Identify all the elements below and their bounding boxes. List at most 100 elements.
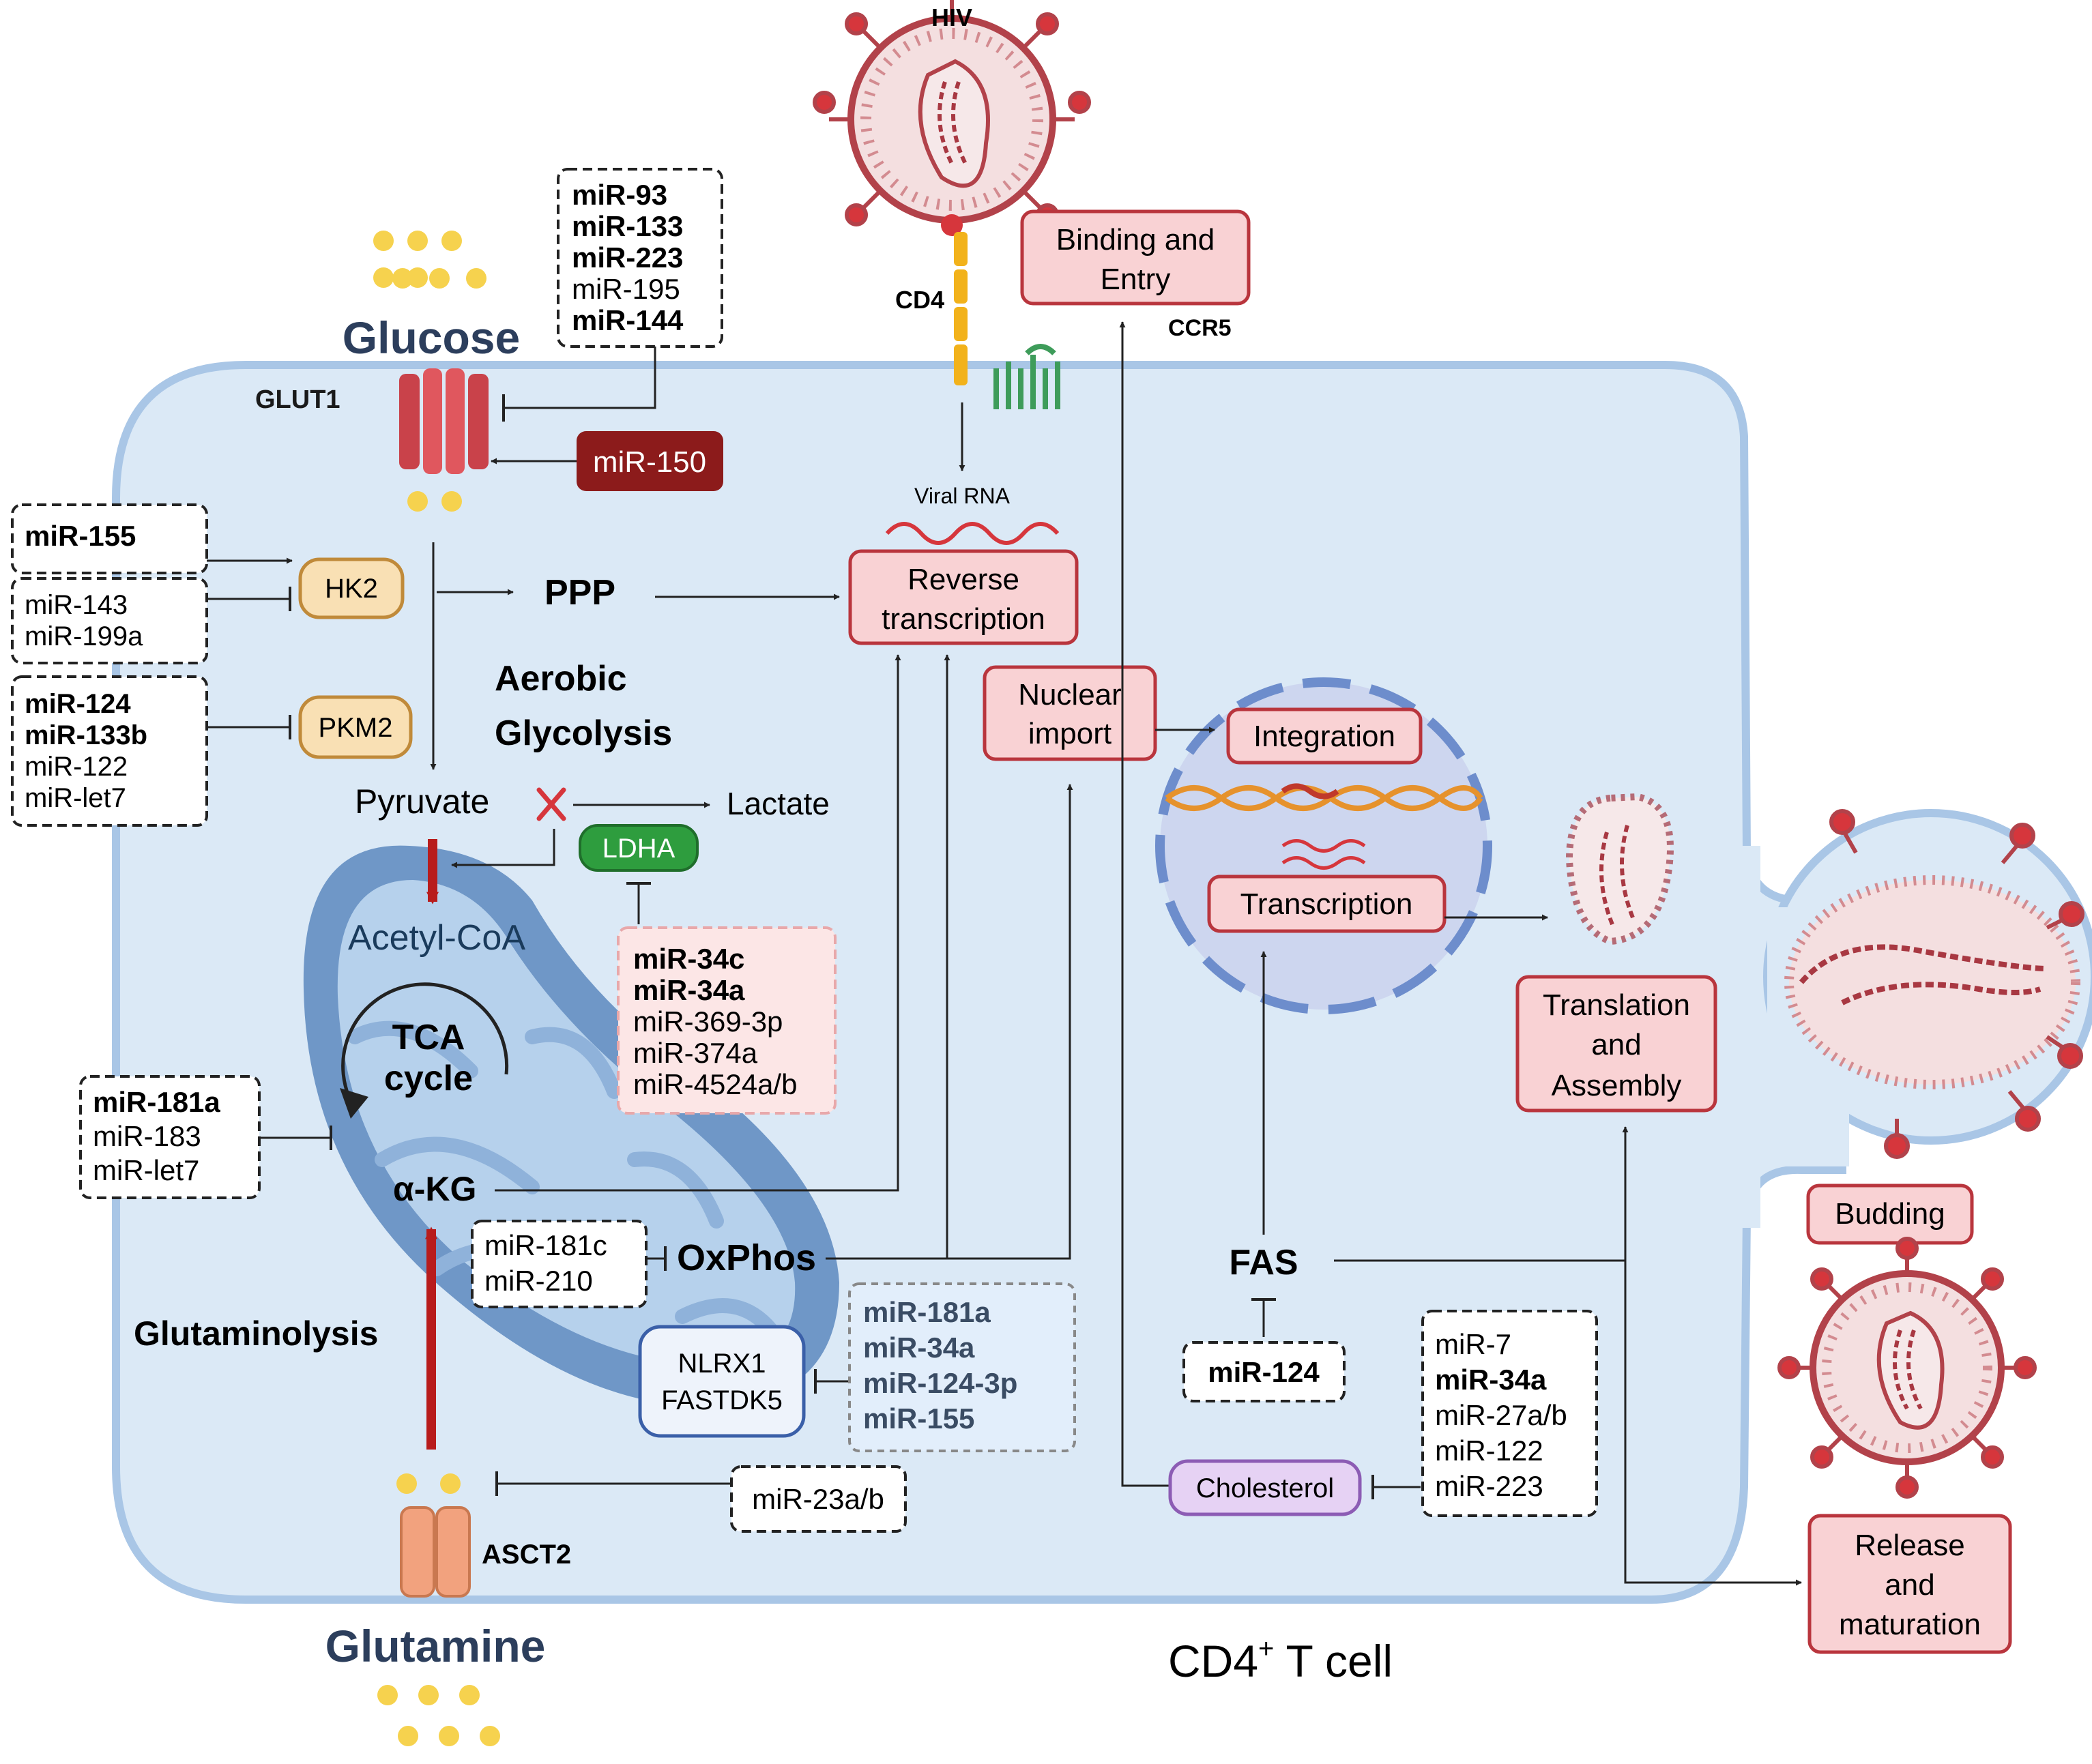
translation-assembly-line1: Translation [1543, 988, 1690, 1022]
fas-mirna-box [1182, 1341, 1346, 1402]
cell-type-label: CD4+ T cell [1168, 1634, 1393, 1686]
hk2-mirna-1: miR-143 [25, 590, 128, 620]
pkm2-label: PKM2 [319, 713, 393, 743]
cholesterol-mirna-box [1421, 1310, 1598, 1517]
oxphos-mirna-box [471, 1220, 648, 1308]
tca-cycle-icon [340, 982, 509, 1119]
glut1-label: GLUT1 [255, 385, 340, 414]
mirna-item: miR-374a [633, 1037, 758, 1069]
tca-label-1: TCA [392, 1018, 465, 1057]
asct2-mirna-box [730, 1465, 907, 1533]
nlrx1-fastdk5-protein [638, 1325, 806, 1438]
nuclear-import-step [983, 665, 1157, 761]
oxphos-mirna-1: miR-181c [484, 1229, 607, 1261]
glut1-transporter-icon [399, 368, 489, 474]
cd4-receptor-icon [954, 232, 968, 385]
hk2-mirna-box [11, 577, 208, 664]
nlrx1-mirna-box [848, 1282, 1076, 1452]
aerobic-glycolysis-line2: Glycolysis [495, 714, 672, 753]
release-maturation-line2: and [1885, 1568, 1934, 1602]
cd4-label: CD4 [895, 286, 944, 314]
mirna-item: miR-183 [93, 1120, 201, 1152]
mirna-item: miR-369-3p [633, 1005, 783, 1038]
integration-step [1226, 707, 1423, 765]
viral-rna-icon [885, 522, 1060, 545]
binding-entry-step [1020, 209, 1251, 306]
reverse-transcription-step [848, 549, 1079, 645]
mirna-item: miR-195 [572, 273, 680, 305]
fastdk5-label: FASTDK5 [661, 1385, 783, 1415]
mirna-item: miR-181a [93, 1086, 220, 1118]
budding-label: Budding [1835, 1197, 1945, 1231]
mirna-item: miR-34c [633, 943, 744, 975]
integration-label: Integration [1253, 720, 1395, 753]
cell-name: CD4 [1168, 1636, 1258, 1686]
hiv-virion-top-icon [813, 0, 1091, 236]
mirna-item: miR-133b [25, 720, 147, 750]
aerobic-glycolysis-line1: Aerobic [495, 659, 627, 699]
glucose-molecules [373, 231, 462, 288]
glucose-label: Glucose [343, 312, 520, 363]
release-maturation-line1: Release [1855, 1529, 1964, 1562]
reverse-transcription-line1: Reverse [907, 563, 1019, 596]
budding-virion-icon [1784, 809, 2084, 1159]
cell-superscript: + [1258, 1634, 1274, 1664]
reverse-transcription-line2: transcription [882, 602, 1045, 636]
asct2-label: ASCT2 [482, 1540, 571, 1570]
binding-entry-line2: Entry [1101, 263, 1171, 296]
mir150-box [577, 431, 723, 491]
cholesterol-label: Cholesterol [1196, 1473, 1334, 1503]
viral-capsid-icon [1565, 793, 1674, 945]
glutaminolysis-label: Glutaminolysis [134, 1314, 378, 1353]
blocked-x-icon [536, 787, 566, 821]
binding-entry-line1: Binding and [1056, 223, 1215, 256]
viral-rna-label: Viral RNA [914, 484, 1011, 508]
ldha-label: LDHA [602, 834, 675, 864]
hiv-label: HIV [931, 3, 972, 31]
transcription-step [1207, 874, 1447, 933]
nlrx1-mirna-3: miR-124-3p [863, 1367, 1017, 1399]
lactate-label: Lactate [727, 786, 830, 821]
cell-suffix: T cell [1274, 1636, 1393, 1686]
fas-mirna-label: miR-124 [1208, 1356, 1320, 1388]
ldha-mirna-list: miR-34cmiR-34amiR-369-3pmiR-374amiR-4524… [633, 943, 797, 1100]
nuclear-import-line1: Nuclear [1018, 678, 1122, 711]
cholesterol-molecule [1168, 1459, 1362, 1516]
nlrx1-mirna-2: miR-34a [863, 1332, 975, 1364]
mir155-box [11, 503, 208, 574]
mirna-item: miR-122 [25, 752, 128, 782]
translation-assembly-line2: and [1591, 1028, 1641, 1061]
oxphos-label: OxPhos [677, 1237, 816, 1278]
release-maturation-line3: maturation [1839, 1608, 1981, 1641]
pyruvate-label: Pyruvate [355, 782, 489, 821]
oxphos-mirna-2: miR-210 [484, 1265, 593, 1297]
release-maturation-step [1807, 1514, 2012, 1654]
mature-virion-icon [1777, 1237, 2037, 1499]
glutamine-label: Glutamine [325, 1621, 546, 1671]
ccr5-label: CCR5 [1168, 315, 1232, 341]
ldha-mirna-box [617, 926, 837, 1115]
translation-assembly-step [1515, 975, 1717, 1113]
mirna-item: miR-122 [1435, 1435, 1543, 1467]
mirna-item: miR-93 [572, 179, 667, 211]
ccr5-receptor-icon [993, 344, 1060, 409]
mir150-label: miR-150 [593, 445, 706, 479]
ppp-label: PPP [544, 573, 615, 613]
asct2-transporter-icon [400, 1506, 471, 1598]
mirna-item: miR-124 [25, 689, 131, 719]
hk2-label: HK2 [325, 574, 378, 604]
mirna-item: miR-34a [1435, 1364, 1547, 1396]
mirna-item: miR-133 [572, 210, 683, 242]
mirna-item: miR-144 [572, 304, 684, 336]
ldha-enzyme [579, 824, 699, 872]
budding-step [1806, 1184, 1974, 1245]
mirna-item: miR-7 [1435, 1328, 1511, 1360]
mir155-label: miR-155 [25, 520, 136, 552]
acetyl-coa-label: Acetyl-CoA [348, 918, 525, 958]
mirna-item: miR-let7 [25, 783, 126, 813]
